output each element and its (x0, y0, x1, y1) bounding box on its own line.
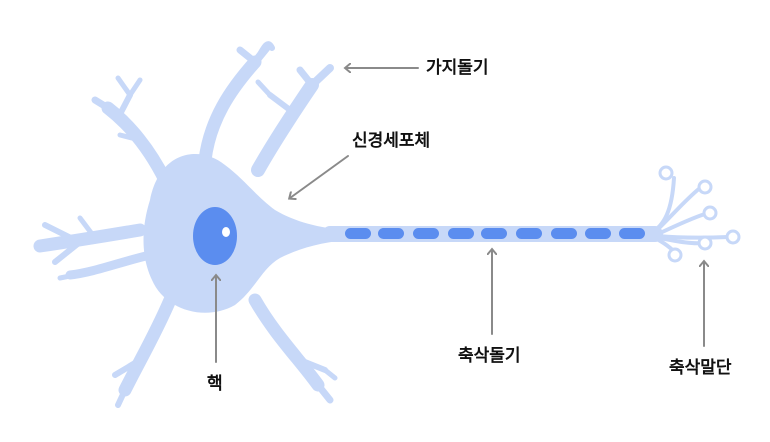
myelin-segment (516, 228, 542, 239)
pointer-arrows (216, 68, 704, 363)
dendrites (33, 41, 338, 408)
terminal-bouton (697, 179, 713, 195)
terminal-bouton (725, 229, 741, 245)
dendrite-label: 가지돌기 (426, 58, 489, 78)
myelin-segment (413, 228, 439, 239)
axon-terminal-label: 축삭말단 (669, 358, 732, 378)
cell-body-label: 신경세포체 (352, 131, 431, 151)
nucleus (193, 207, 237, 265)
terminal-bouton (702, 205, 718, 221)
myelin-segment (619, 228, 645, 239)
cell-body-arrow (290, 155, 349, 198)
myelin-segment (551, 228, 577, 239)
myelin-segment (481, 228, 507, 239)
myelin-segment (585, 228, 611, 239)
axon-label: 축삭돌기 (458, 346, 521, 366)
nucleolus (222, 227, 230, 237)
nucleus-label: 핵 (207, 374, 223, 394)
terminal-bouton (667, 247, 683, 263)
cell-body (143, 154, 345, 313)
myelin-segment (345, 228, 371, 239)
myelin-sheath (345, 228, 645, 239)
myelin-segment (378, 228, 404, 239)
terminal-boutons (658, 165, 741, 263)
terminal-bouton (697, 235, 713, 251)
terminal-bouton (658, 165, 674, 181)
myelin-segment (448, 228, 474, 239)
